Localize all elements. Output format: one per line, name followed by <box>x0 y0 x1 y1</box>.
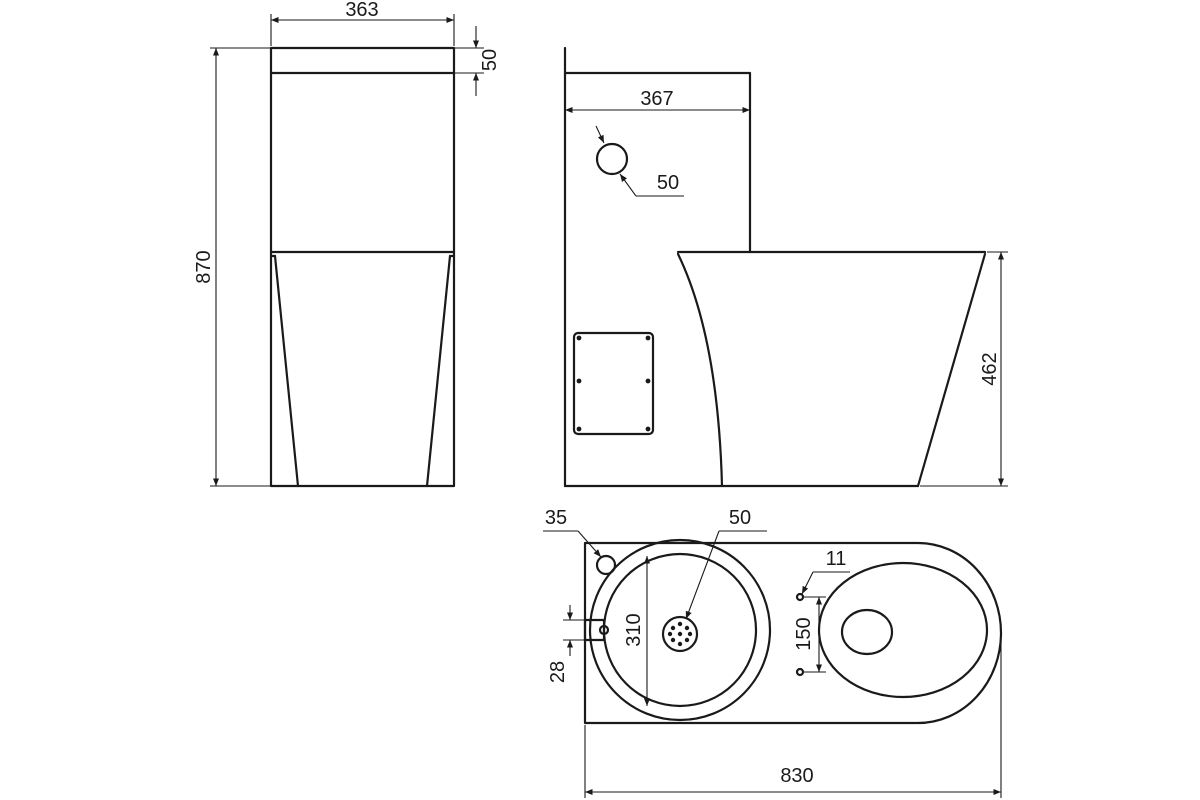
front-right-taper <box>425 254 452 488</box>
pipe-stub-end <box>598 624 610 636</box>
side-view: 50 367 462 <box>563 46 1008 488</box>
panel-screw-5 <box>576 426 582 432</box>
fixing-leader-arrow <box>801 571 814 595</box>
fixing-hole-bottom <box>795 667 805 677</box>
front-body-outline <box>269 46 456 488</box>
drain-holes <box>667 621 693 647</box>
total-length-label: 830 <box>780 765 813 787</box>
basin-diameter-label: 310 <box>623 613 645 646</box>
outlet-leader-arrow <box>685 530 720 620</box>
front-view: 363 50 870 <box>193 0 501 488</box>
side-inspection-panel <box>572 331 655 436</box>
vent-leader-arrow <box>577 530 602 558</box>
lid-thickness-label: 50 <box>479 49 501 71</box>
vent-diameter-label: 35 <box>545 507 567 529</box>
panel-screw-1 <box>576 335 582 341</box>
front-width-label: 363 <box>345 0 378 21</box>
top-bowl-drain <box>840 608 894 656</box>
drain-grate <box>661 615 699 653</box>
top-bowl-opening <box>817 561 989 699</box>
inlet-arrow-bottom <box>619 173 637 197</box>
bowl-outlet-label: 50 <box>729 507 751 529</box>
front-left-taper <box>273 254 300 488</box>
side-bowl-front-slope <box>916 252 987 488</box>
fixing-spacing-label: 150 <box>793 617 815 650</box>
pipe-offset-label: 28 <box>547 661 569 683</box>
side-tank-outline <box>563 71 752 488</box>
side-inlet-circle <box>595 142 629 176</box>
inlet-arrow-top <box>595 125 605 144</box>
total-height-label: 870 <box>193 250 215 283</box>
pipe-stub <box>583 618 606 642</box>
tank-depth-label: 367 <box>640 88 673 110</box>
top-outer-outline <box>583 541 1003 725</box>
vent-hole <box>595 554 617 576</box>
top-view: 35 50 310 28 11 150 830 <box>543 507 1003 798</box>
panel-screw-2 <box>645 335 651 341</box>
side-bowl-back-curve <box>676 252 724 488</box>
top-basin-rim-outer <box>588 538 772 722</box>
side-inlet-label: 50 <box>657 172 679 194</box>
panel-screw-6 <box>645 426 651 432</box>
panel-screw-4 <box>645 378 651 384</box>
fixing-hole-label: 11 <box>826 548 847 570</box>
fixing-hole-top <box>795 592 805 602</box>
panel-screw-3 <box>576 378 582 384</box>
bowl-height-label: 462 <box>979 352 1001 385</box>
